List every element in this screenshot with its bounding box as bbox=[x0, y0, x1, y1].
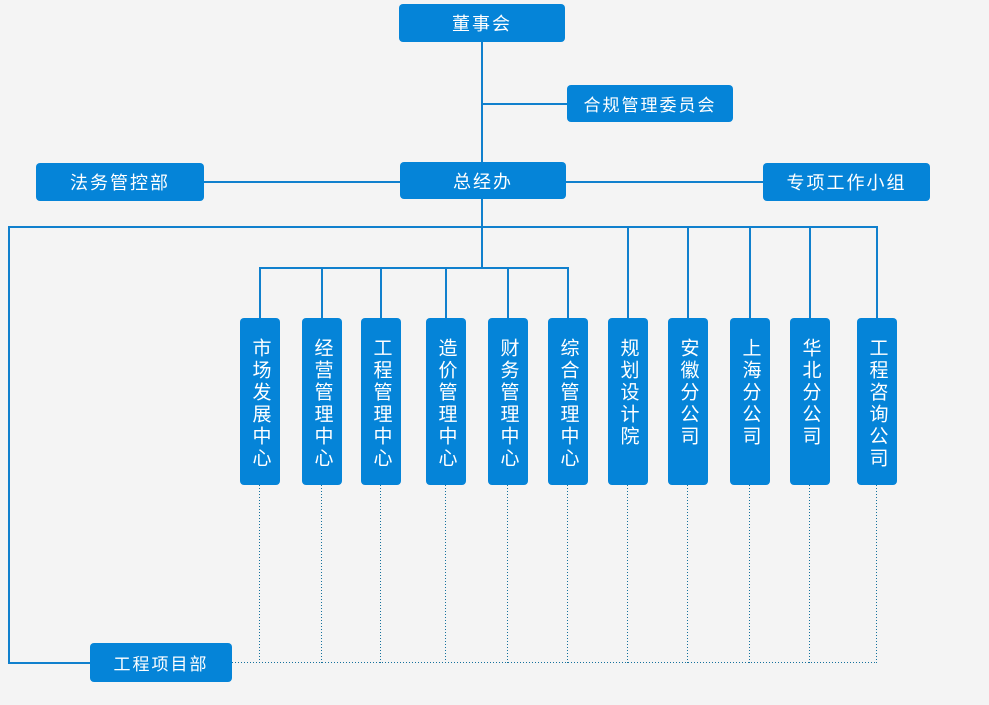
node-branch-shanghai: 上海分公司 bbox=[730, 318, 770, 485]
connector-drop-north-china bbox=[809, 226, 811, 318]
connector-to-compliance bbox=[482, 103, 567, 105]
connector-drop-shanghai bbox=[749, 226, 751, 318]
connector-board-to-gm bbox=[481, 42, 483, 162]
dotted-drop-operations bbox=[321, 485, 322, 663]
dotted-drop-shanghai bbox=[749, 485, 750, 663]
node-dept-label: 华北分公司 bbox=[799, 338, 821, 448]
node-branch-north-china: 华北分公司 bbox=[790, 318, 830, 485]
node-dept-label: 造价管理中心 bbox=[435, 338, 457, 470]
node-dept-operations-mgmt: 经营管理中心 bbox=[302, 318, 342, 485]
connector-drop-finance bbox=[507, 267, 509, 318]
node-gm-office: 总经办 bbox=[400, 162, 566, 199]
dotted-drop-consulting bbox=[876, 485, 877, 663]
node-dept-cost-mgmt: 造价管理中心 bbox=[426, 318, 466, 485]
node-dept-label: 安徽分公司 bbox=[677, 338, 699, 448]
node-dept-general-mgmt: 综合管理中心 bbox=[548, 318, 588, 485]
dotted-drop-finance bbox=[507, 485, 508, 663]
dotted-drop-north-china bbox=[809, 485, 810, 663]
connector-drop-market bbox=[259, 267, 261, 318]
node-branch-anhui: 安徽分公司 bbox=[668, 318, 708, 485]
node-dept-label: 规划设计院 bbox=[617, 338, 639, 448]
connector-to-project-dept bbox=[8, 662, 90, 664]
connector-drop-general bbox=[567, 267, 569, 318]
node-dept-label: 工程管理中心 bbox=[370, 338, 392, 470]
node-dept-planning-design: 规划设计院 bbox=[608, 318, 648, 485]
node-legal-dept: 法务管控部 bbox=[36, 163, 204, 201]
node-dept-finance-mgmt: 财务管理中心 bbox=[488, 318, 528, 485]
node-dept-label: 经营管理中心 bbox=[311, 338, 333, 470]
node-special-group: 专项工作小组 bbox=[763, 163, 930, 201]
connector-drop-planning bbox=[627, 226, 629, 318]
node-dept-label: 工程咨询公司 bbox=[866, 338, 888, 470]
dotted-drop-planning bbox=[627, 485, 628, 663]
dotted-drop-cost bbox=[445, 485, 446, 663]
node-project-dept: 工程项目部 bbox=[90, 643, 232, 682]
connector-drop-cost bbox=[445, 267, 447, 318]
connector-drop-anhui bbox=[687, 226, 689, 318]
dotted-drop-anhui bbox=[687, 485, 688, 663]
connector-legal-to-gm bbox=[204, 181, 400, 183]
node-consulting-company: 工程咨询公司 bbox=[857, 318, 897, 485]
connector-drop-consulting bbox=[876, 226, 878, 318]
connector-gm-to-special-group bbox=[566, 181, 763, 183]
node-board: 董事会 bbox=[399, 4, 565, 42]
node-dept-label: 市场发展中心 bbox=[249, 338, 271, 470]
dotted-drop-market bbox=[259, 485, 260, 663]
node-dept-label: 上海分公司 bbox=[739, 338, 761, 448]
connector-center-rail bbox=[259, 267, 569, 269]
connector-drop-operations bbox=[321, 267, 323, 318]
node-dept-market-development: 市场发展中心 bbox=[240, 318, 280, 485]
node-dept-label: 综合管理中心 bbox=[557, 338, 579, 470]
node-dept-label: 财务管理中心 bbox=[497, 338, 519, 470]
connector-main-rail bbox=[8, 226, 878, 228]
node-compliance-committee: 合规管理委员会 bbox=[567, 85, 733, 122]
dotted-rail-project-dept bbox=[232, 662, 877, 663]
dotted-drop-engineering bbox=[380, 485, 381, 663]
dotted-drop-general bbox=[567, 485, 568, 663]
connector-gm-down bbox=[481, 199, 483, 267]
connector-drop-engineering bbox=[380, 267, 382, 318]
node-dept-engineering-mgmt: 工程管理中心 bbox=[361, 318, 401, 485]
connector-left-drop bbox=[8, 226, 10, 664]
